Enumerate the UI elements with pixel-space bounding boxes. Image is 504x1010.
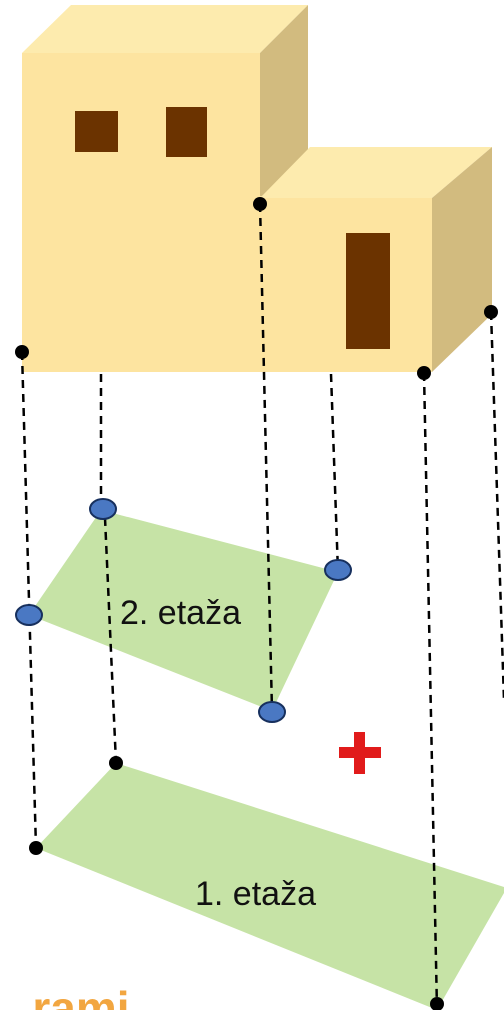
lower-block-front	[22, 196, 262, 372]
vertex-dot	[15, 345, 29, 359]
vertex-dot	[253, 197, 267, 211]
vertex-ellipse	[15, 604, 43, 626]
door	[346, 233, 390, 349]
projection-line	[258, 203, 274, 712]
window-right	[166, 107, 207, 157]
black-vertices	[15, 197, 498, 1010]
right-block-roof	[260, 147, 492, 198]
vertex-dot	[29, 841, 43, 855]
vertex-ellipse	[258, 701, 286, 723]
watermark-text: ...rami	[0, 982, 130, 1010]
vertex-dot	[109, 756, 123, 770]
vertex-dot	[417, 366, 431, 380]
vertex-dot	[484, 305, 498, 319]
building	[22, 5, 492, 372]
plus-sign	[339, 732, 381, 774]
vertex-dot	[430, 997, 444, 1010]
projection-line	[329, 373, 340, 573]
floor-1-label: 1. etaža	[195, 875, 316, 913]
upper-block-roof	[22, 5, 308, 53]
vertex-ellipse	[324, 559, 352, 581]
floor-1-plane	[36, 763, 504, 1010]
floor-2-label: 2. etaža	[120, 594, 241, 632]
blue-vertices	[15, 498, 352, 723]
vertex-ellipse	[89, 498, 117, 520]
projection-line	[20, 351, 38, 849]
window-left	[75, 111, 118, 152]
projection-line	[489, 311, 504, 701]
upper-block-front	[22, 53, 260, 203]
projection-lines	[20, 203, 504, 1010]
right-block-side	[432, 147, 492, 372]
